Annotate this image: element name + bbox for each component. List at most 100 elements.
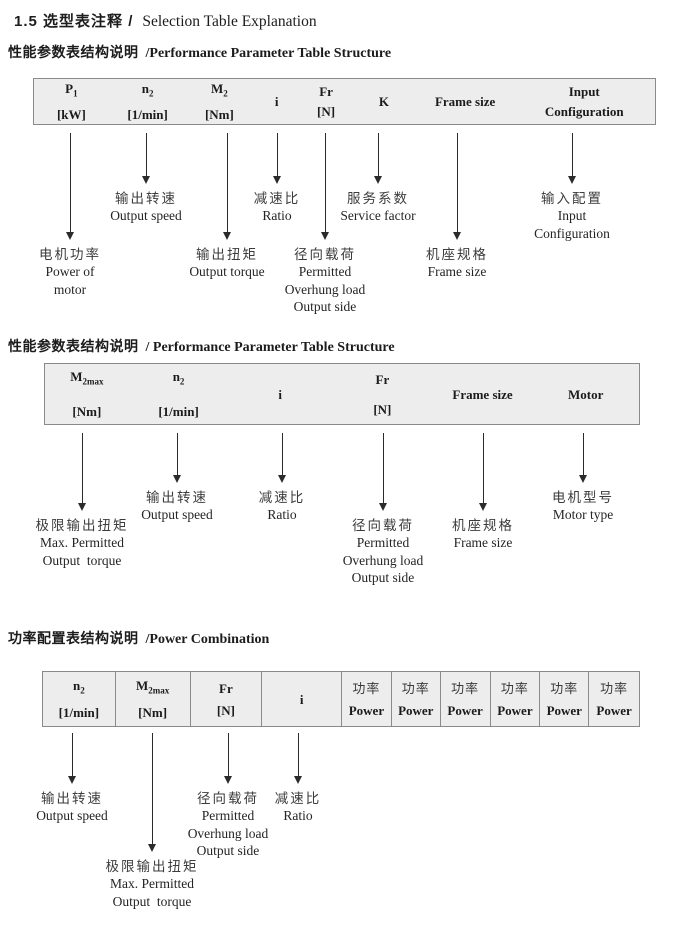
arrow-down-icon [382,433,384,503]
section2-heading: 性能参数表结构说明 / Performance Parameter Table … [8,336,395,356]
arrow-down-icon [297,733,299,776]
column-header-frame-size: Frame size [452,386,513,402]
note-service-factor: 服务系数 Service factor [303,133,453,225]
performance-table-2: M2max [Nm] n2 [1/min] i Fr [N] Frame siz… [44,363,640,425]
section1-heading: 性能参数表结构说明 /Performance Parameter Table S… [8,42,391,62]
note-label-zh: 机座规格 [426,247,488,262]
note-output-torque: 输出扭矩 Output torque [152,133,302,281]
note-label-en: Motor type [552,507,614,522]
column-header-n2: n2 [1/min] [158,368,199,420]
note-output-speed: 输出转速 Output speed [0,733,147,825]
note-label-zh: 输入配置 [541,191,603,206]
note-label-en: Permitted Overhung load Output side [187,808,269,858]
arrow-head-icon [273,176,281,184]
column-header-frame-size: Frame size [434,94,496,109]
column-header-power-3: 功率 Power [441,672,491,726]
note-label-en: Ratio [283,808,313,823]
page-title-zh: 1.5 选型表注释 / [14,13,134,30]
arrow-head-icon [379,503,387,511]
section1-heading-zh: 性能参数表结构说明 [8,44,139,60]
arrow-head-icon [278,475,286,483]
column-header-power-2: 功率 Power [392,672,441,726]
column-header-i: i [262,672,342,726]
section3-heading: 功率配置表结构说明 /Power Combination [8,628,269,648]
performance-table-1: P1 [kW] n2 [1/min] M2 [Nm] i Fr [N] K Fr… [33,78,656,125]
arrow-down-icon [226,133,228,232]
column-header-power-1: 功率 Power [342,672,392,726]
arrow-down-icon [145,133,147,176]
arrow-head-icon [173,475,181,483]
column-header-m2: M2 [Nm] [204,81,234,122]
note-label-zh: 极限输出扭矩 [105,859,199,874]
arrow-down-icon [281,433,283,475]
arrow-head-icon [148,844,156,852]
arrow-head-icon [142,176,150,184]
note-overhung-load: 径向载荷 Permitted Overhung load Output side [308,433,458,587]
note-label-zh: 径向载荷 [197,791,259,806]
column-header-n2: n2 [1/min] [43,672,116,726]
note-label-zh: 输出转速 [115,191,177,206]
arrow-head-icon [453,232,461,240]
note-label-en: Permitted Overhung load Output side [284,264,366,314]
arrow-down-icon [71,733,73,776]
note-input-configuration: 输入配置 Input Configuration [497,133,647,242]
note-frame-size: 机座规格 Frame size [382,133,532,281]
note-ratio: 减速比 Ratio [223,733,373,825]
arrow-head-icon [224,776,232,784]
note-max-output-torque: 极限输出扭矩 Max. Permitted Output torque [77,733,227,910]
arrow-down-icon [456,133,458,232]
arrow-down-icon [69,133,71,232]
column-header-i: i [274,94,279,109]
page-title-en: Selection Table Explanation [142,13,317,30]
arrow-down-icon [324,133,326,232]
note-label-en: Frame size [427,264,487,279]
arrow-down-icon [151,733,153,844]
note-overhung-load: 径向载荷 Permitted Overhung load Output side [250,133,400,316]
column-header-p1: P1 [kW] [56,81,86,122]
arrow-head-icon [374,176,382,184]
arrow-head-icon [78,503,86,511]
note-label-zh: 极限输出扭矩 [35,518,129,533]
note-overhung-load: 径向载荷 Permitted Overhung load Output side [153,733,303,860]
note-label-zh: 径向载荷 [294,247,356,262]
note-label-zh: 减速比 [253,191,301,206]
arrow-head-icon [321,232,329,240]
arrow-down-icon [377,133,379,176]
arrow-head-icon [479,503,487,511]
note-label-en: Ratio [262,208,292,223]
arrow-down-icon [482,433,484,503]
note-label-en: Frame size [453,535,513,550]
section3-heading-en: /Power Combination [145,632,270,647]
arrow-head-icon [223,232,231,240]
arrow-down-icon [276,133,278,176]
note-ratio: 减速比 Ratio [202,133,352,225]
note-label-zh: 输出扭矩 [196,247,258,262]
note-label-en: Service factor [340,208,416,223]
arrow-head-icon [568,176,576,184]
note-label-en: Input Configuration [534,208,610,241]
column-header-m2max: M2max [Nm] [70,368,104,420]
note-label-en: Output torque [189,264,265,279]
note-label-zh: 电机型号 [552,490,614,505]
arrow-head-icon [66,232,74,240]
arrow-down-icon [227,733,229,776]
column-header-motor: Motor [568,386,604,402]
column-header-fr: Fr [N] [191,672,263,726]
note-label-en: Output speed [110,208,182,223]
column-header-m2max: M2max [Nm] [116,672,191,726]
note-label-zh: 减速比 [258,490,306,505]
note-label-en: Power of motor [45,264,95,297]
note-label-en: Max. Permitted Output torque [110,876,194,909]
note-label-en: Permitted Overhung load Output side [342,535,424,585]
note-output-speed: 输出转速 Output speed [71,133,221,225]
note-max-output-torque: 极限输出扭矩 Max. Permitted Output torque [7,433,157,569]
note-label-zh: 输出转速 [146,490,208,505]
column-header-input-configuration: Input Configuration [544,84,624,119]
note-frame-size: 机座规格 Frame size [408,433,558,552]
note-label-en: Output speed [141,507,213,522]
note-label-zh: 机座规格 [452,518,514,533]
column-header-power-5: 功率 Power [540,672,590,726]
note-label-zh: 减速比 [274,791,322,806]
section1-heading-en: /Performance Parameter Table Structure [145,46,392,61]
